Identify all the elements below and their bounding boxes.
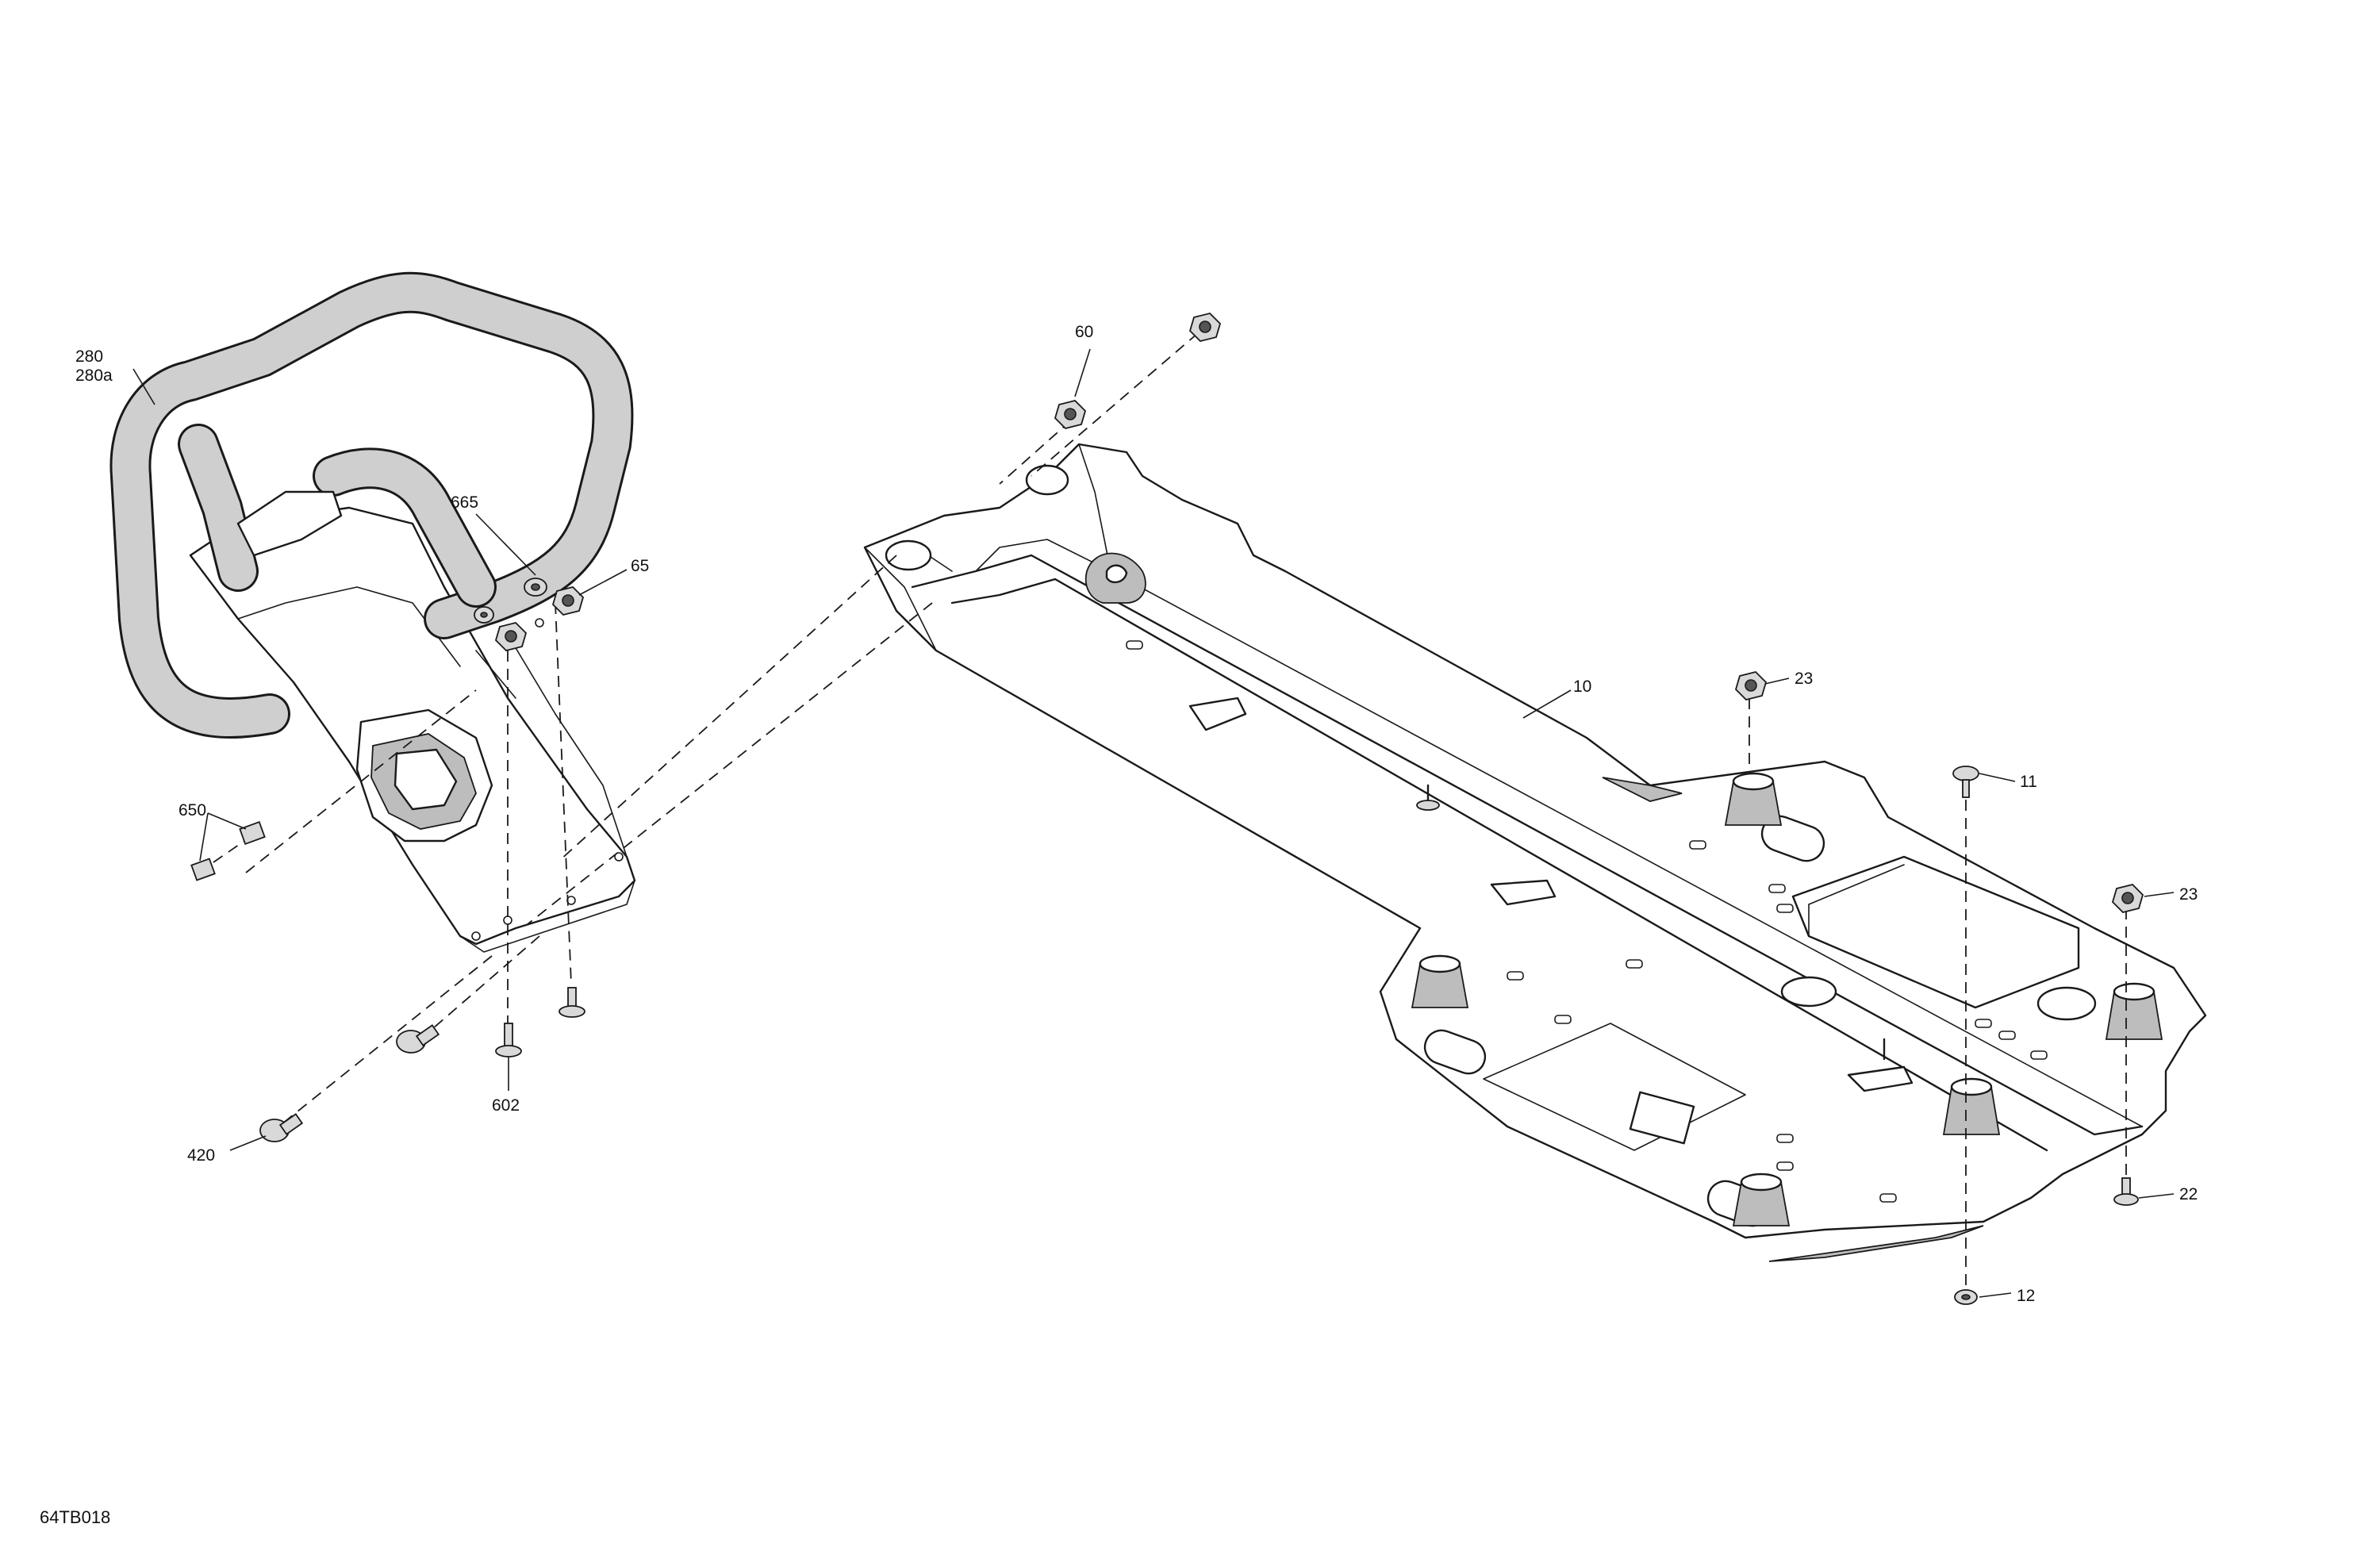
- skid-round-port: [1780, 976, 1837, 1008]
- skid-strap-clip: [1188, 697, 1247, 731]
- bolt-420: [259, 1113, 304, 1142]
- skid-boss: [1411, 954, 1469, 1008]
- nut-23-right: [2111, 884, 2144, 913]
- callout-60: 60: [1075, 323, 1093, 341]
- skid-boss: [1732, 1173, 1791, 1226]
- callouts: 280 280a 665 65 650 602 420 60 10 23 11 …: [40, 323, 2198, 1527]
- clip-650: [190, 821, 266, 881]
- skid-square-port: [1629, 1091, 1695, 1145]
- callout-12: 12: [2017, 1287, 2035, 1305]
- skid-strap-clip: [1847, 1065, 1914, 1092]
- skid-oval-port: [1423, 1029, 1487, 1075]
- callout-23-top: 23: [1795, 670, 1813, 688]
- bolt-602b: [559, 987, 585, 1018]
- skid-strap-clip: [1490, 879, 1557, 906]
- skid-boss: [1724, 772, 1783, 826]
- skid-plate-outline: [863, 443, 2207, 1239]
- nut-60: [1054, 400, 1087, 429]
- assembly-lines: [198, 332, 2127, 1293]
- washer-665: [474, 578, 547, 624]
- callout-280: 280: [75, 347, 103, 366]
- bolt-22: [2113, 1177, 2139, 1206]
- drawing-code: 64TB018: [40, 1507, 110, 1527]
- callout-280a: 280a: [75, 367, 113, 385]
- callout-602: 602: [492, 1096, 520, 1115]
- bolt-420b: [396, 1024, 440, 1054]
- bumper-handle-assembly: [109, 271, 636, 953]
- callout-10: 10: [1573, 677, 1591, 696]
- callout-420: 420: [187, 1146, 215, 1165]
- skid-round-port: [2036, 986, 2097, 1021]
- hardware: [190, 313, 2144, 1305]
- callout-23-right: 23: [2179, 885, 2198, 904]
- skid-front-hole: [885, 539, 932, 571]
- bumper-bracket-tab: [236, 490, 343, 557]
- callout-65: 65: [631, 557, 649, 575]
- callout-22: 22: [2179, 1185, 2198, 1203]
- nut-65: [551, 586, 585, 616]
- skid-boss: [1942, 1077, 2001, 1135]
- leader-lines: [132, 348, 2175, 1298]
- skid-boss: [2105, 982, 2163, 1040]
- nut-23-top: [1734, 671, 1768, 700]
- callout-650: 650: [178, 801, 206, 819]
- nut-602-top: [494, 622, 528, 651]
- callout-11: 11: [2020, 773, 2037, 791]
- skid-oval-port: [1760, 815, 1825, 862]
- rivet-11: [1952, 766, 1979, 798]
- nut-12: [1954, 1289, 1978, 1305]
- skid-front-hole: [1025, 464, 1069, 496]
- nut-60b: [1188, 313, 1222, 342]
- bolt-602: [495, 1023, 522, 1057]
- skid-plate: [863, 443, 2207, 1262]
- callout-665: 665: [451, 493, 478, 512]
